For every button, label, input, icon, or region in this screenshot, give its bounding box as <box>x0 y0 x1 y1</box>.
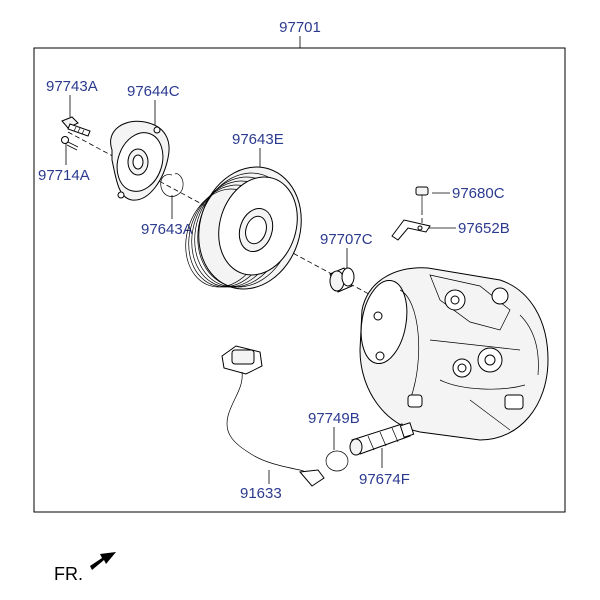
clutch-hub-part <box>110 120 170 201</box>
label-97749B[interactable]: 97749B <box>308 410 360 427</box>
snap-ring-part <box>160 173 184 197</box>
label-97701[interactable]: 97701 <box>279 19 321 36</box>
screw-part <box>61 136 79 151</box>
label-97714A[interactable]: 97714A <box>38 167 90 184</box>
bracket-part <box>391 219 431 241</box>
o-ring-part <box>325 450 349 472</box>
pulley-part <box>185 166 302 290</box>
label-97743A[interactable]: 97743A <box>46 78 98 95</box>
pressure-switch-part <box>349 422 415 456</box>
label-97680C[interactable]: 97680C <box>452 185 505 202</box>
front-label: FR. <box>54 564 83 584</box>
label-97652B[interactable]: 97652B <box>458 220 510 237</box>
small-bolt-part <box>415 186 429 232</box>
compressor-body-part <box>359 267 549 441</box>
front-arrow-icon <box>90 552 116 570</box>
diagram-frame <box>33 47 566 513</box>
label-97674F[interactable]: 97674F <box>359 471 410 488</box>
harness-part <box>221 345 325 487</box>
label-97644C[interactable]: 97644C <box>127 83 180 100</box>
bolt-part <box>61 116 91 137</box>
label-97643A[interactable]: 97643A <box>141 221 193 238</box>
label-91633[interactable]: 91633 <box>240 485 282 502</box>
label-97643E[interactable]: 97643E <box>232 131 284 148</box>
label-97707C[interactable]: 97707C <box>320 231 373 248</box>
bearing-part <box>329 267 355 293</box>
